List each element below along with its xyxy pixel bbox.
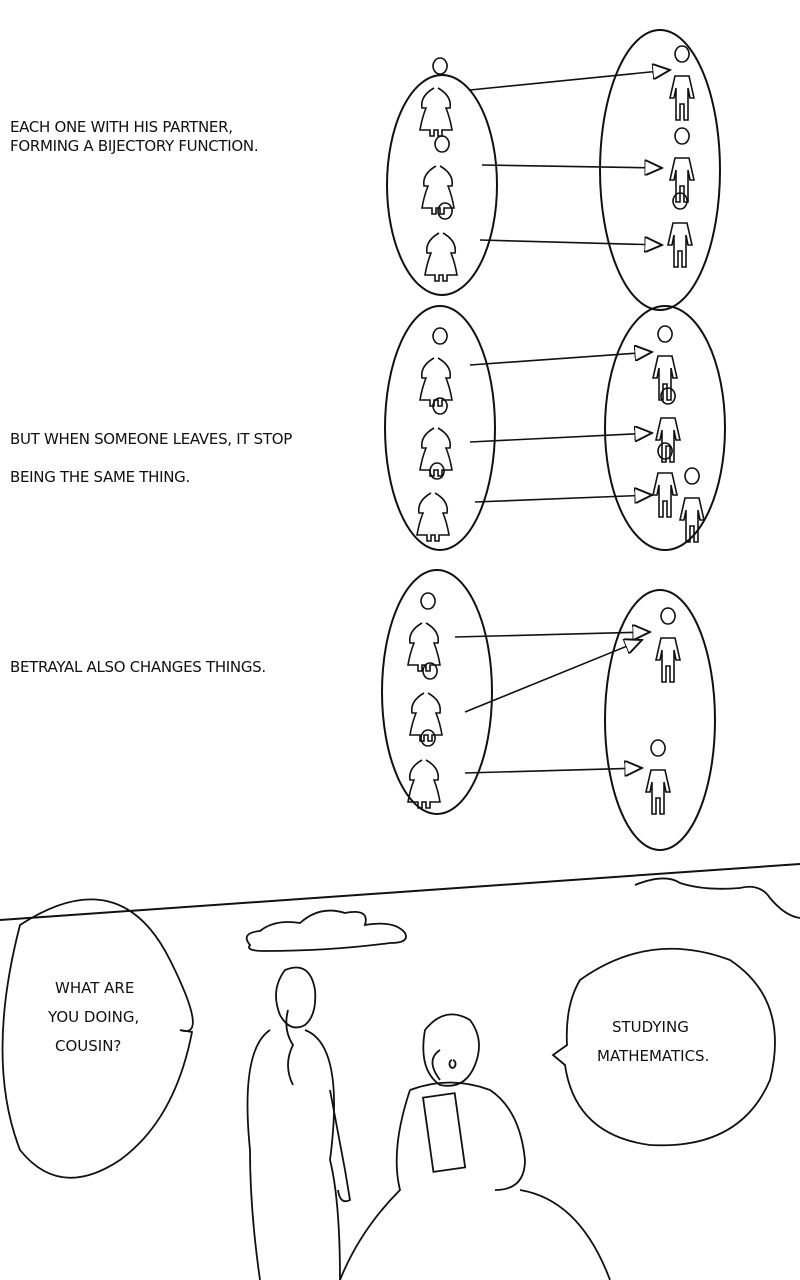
cloud [245, 909, 407, 952]
speech-bubble-right [551, 947, 776, 1147]
man-figure-icon [668, 127, 696, 203]
caption-line: EACH ONE WITH HIS PARTNER, [10, 118, 233, 136]
mapping-arrow [469, 352, 652, 366]
mapping-arrow [469, 70, 670, 91]
caption-line: BEING THE SAME THING. [10, 468, 190, 486]
codomain-set-oval [604, 305, 726, 551]
man-figure-icon [651, 325, 679, 401]
caption-line: BUT WHEN SOMEONE LEAVES, IT STOP [10, 430, 293, 448]
woman-figure-icon [419, 57, 453, 137]
man-figure-icon [666, 192, 694, 268]
caption-panel3: BETRAYAL ALSO CHANGES THINGS. [10, 658, 266, 677]
domain-set-oval [381, 569, 493, 815]
man-figure-icon [651, 442, 679, 518]
speech-text-student: STUDYING MATHEMATICS. [597, 1013, 709, 1071]
cousin-character [246, 966, 351, 1280]
mapping-arrow [464, 768, 642, 773]
man-figure-icon [668, 45, 696, 121]
panel-border [0, 863, 800, 921]
mapping-arrow [454, 632, 650, 637]
speech-line: COUSIN? [55, 1037, 122, 1055]
speech-line: MATHEMATICS. [597, 1047, 710, 1065]
caption-line: BETRAYAL ALSO CHANGES THINGS. [10, 658, 266, 676]
woman-figure-icon [419, 327, 453, 407]
woman-figure-icon [424, 202, 458, 282]
mapping-arrow [464, 640, 642, 713]
mapping-arrow [481, 165, 662, 168]
cloud [634, 877, 800, 919]
man-figure-icon [644, 739, 672, 815]
speech-line: STUDYING [612, 1018, 689, 1036]
speech-bubble-left [1, 898, 194, 1179]
speech-text-cousin: WHAT ARE YOU DOING, COUSIN? [48, 974, 139, 1061]
woman-figure-icon [407, 592, 441, 672]
woman-figure-icon [409, 662, 443, 742]
student-character [339, 1013, 611, 1280]
domain-set-oval [384, 305, 496, 551]
woman-figure-icon [416, 462, 450, 542]
woman-figure-icon [419, 397, 453, 477]
caption-line: FORMING A BIJECTORY FUNCTION. [10, 137, 259, 155]
caption-panel2: BUT WHEN SOMEONE LEAVES, IT STOP BEING T… [10, 420, 292, 496]
woman-figure-icon [421, 135, 455, 215]
mapping-arrow [479, 240, 662, 245]
domain-set-oval [386, 74, 498, 296]
codomain-set-oval [604, 589, 716, 851]
codomain-set-oval [599, 29, 721, 311]
speech-line: WHAT ARE [55, 979, 135, 997]
mapping-arrow [474, 495, 652, 502]
woman-figure-icon [407, 729, 441, 809]
man-figure-icon [654, 607, 682, 683]
man-figure-icon [678, 467, 706, 543]
mapping-arrow [469, 433, 652, 443]
speech-line: YOU DOING, [48, 1008, 140, 1026]
caption-panel1: EACH ONE WITH HIS PARTNER, FORMING A BIJ… [10, 118, 259, 156]
